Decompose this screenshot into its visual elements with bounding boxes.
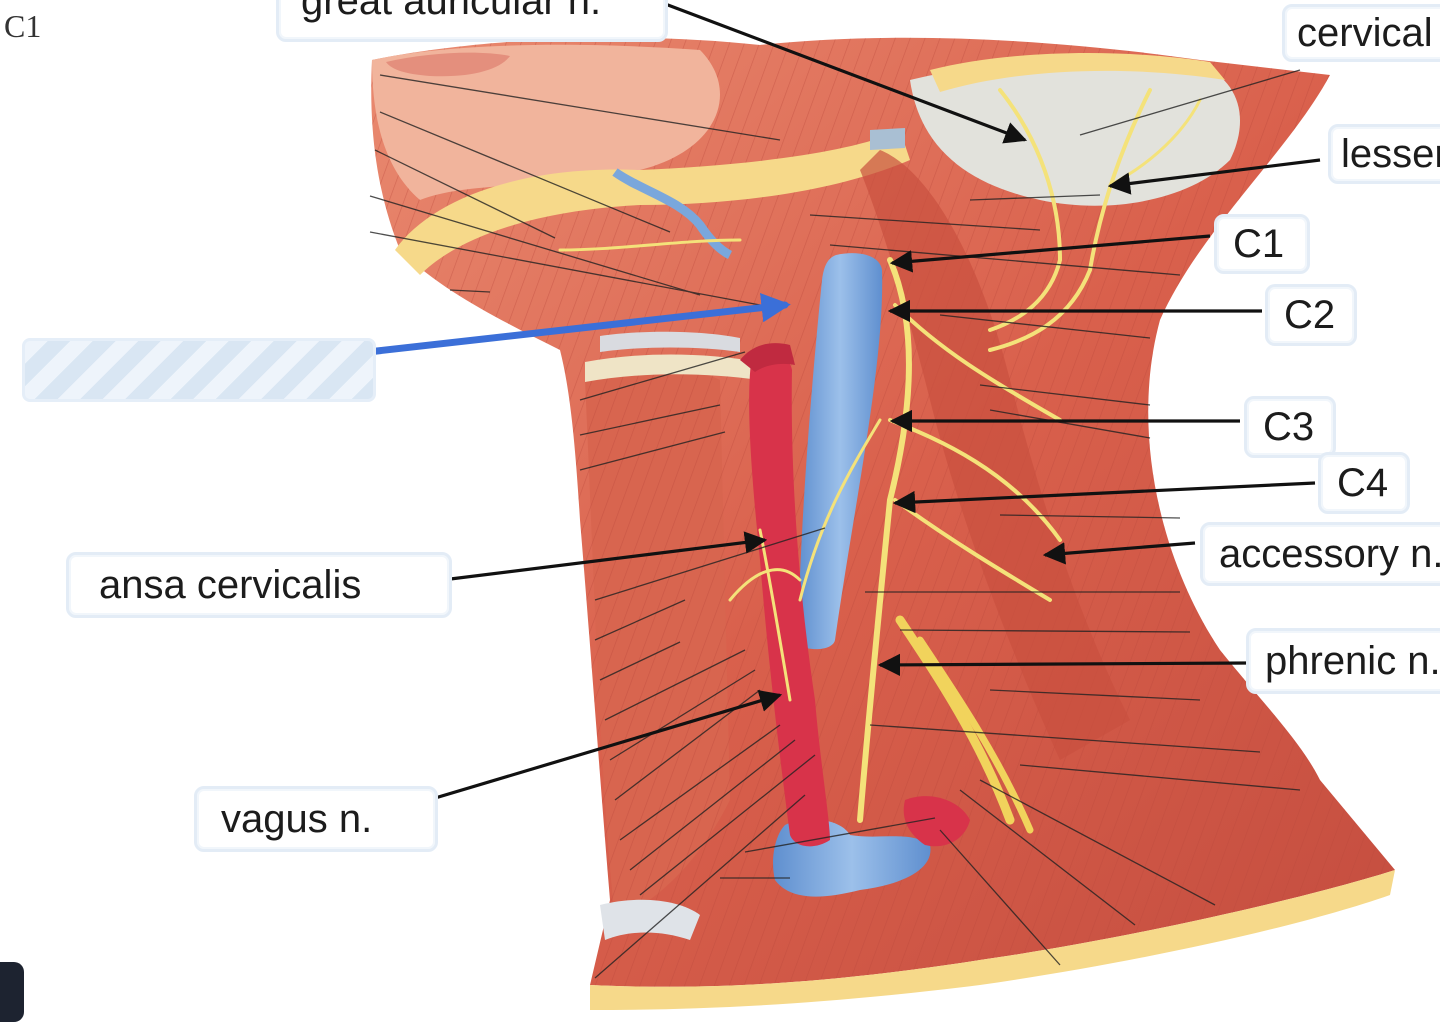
- label-great-auricular-text: great auricular n.: [301, 0, 602, 23]
- label-phrenic-text: phrenic n.: [1265, 639, 1440, 683]
- pointer-arrow: [364, 293, 791, 356]
- label-cervical[interactable]: cervical: [1282, 4, 1440, 62]
- face-skin: [372, 44, 720, 200]
- label-c1[interactable]: C1: [1214, 214, 1310, 274]
- label-arrows: [404, 0, 1321, 809]
- sternocleidomastoid: [860, 150, 1130, 760]
- label-ansa-cervicalis-text: ansa cervicalis: [99, 563, 362, 607]
- label-c4-text: C4: [1337, 461, 1389, 505]
- label-vagus-text: vagus n.: [221, 797, 373, 841]
- scalp-region: [910, 60, 1240, 206]
- label-ansa-cervicalis[interactable]: ansa cervicalis: [66, 552, 452, 618]
- jaw-fat-layer: [395, 130, 910, 275]
- label-c3-text: C3: [1263, 405, 1315, 449]
- label-cervical-text: cervical: [1297, 11, 1433, 55]
- label-great-auricular[interactable]: great auricular n.: [276, 0, 668, 42]
- clavicle-region: [590, 870, 1395, 1010]
- internal-jugular-vein: [798, 253, 883, 650]
- common-carotid-artery: [749, 353, 830, 847]
- hyoid-bone: [585, 354, 760, 382]
- label-accessory[interactable]: accessory n.: [1200, 522, 1440, 586]
- cervical-plexus-nerves: [558, 88, 1202, 834]
- label-vagus[interactable]: vagus n.: [194, 786, 438, 852]
- corner-text: C1: [4, 8, 42, 44]
- label-c2[interactable]: C2: [1265, 284, 1357, 346]
- label-accessory-text: accessory n.: [1219, 532, 1440, 576]
- label-phrenic[interactable]: phrenic n.: [1246, 628, 1440, 694]
- label-lesser-text: lesser: [1341, 132, 1440, 176]
- label-lesser[interactable]: lesser: [1328, 124, 1440, 184]
- corner-badge: [0, 962, 24, 1022]
- label-c1-text: C1: [1233, 222, 1285, 266]
- label-c4[interactable]: C4: [1318, 452, 1410, 514]
- label-c2-text: C2: [1284, 293, 1336, 337]
- blank-answer-box[interactable]: [22, 338, 376, 402]
- subclavian-artery: [903, 796, 970, 847]
- label-c3[interactable]: C3: [1244, 396, 1336, 458]
